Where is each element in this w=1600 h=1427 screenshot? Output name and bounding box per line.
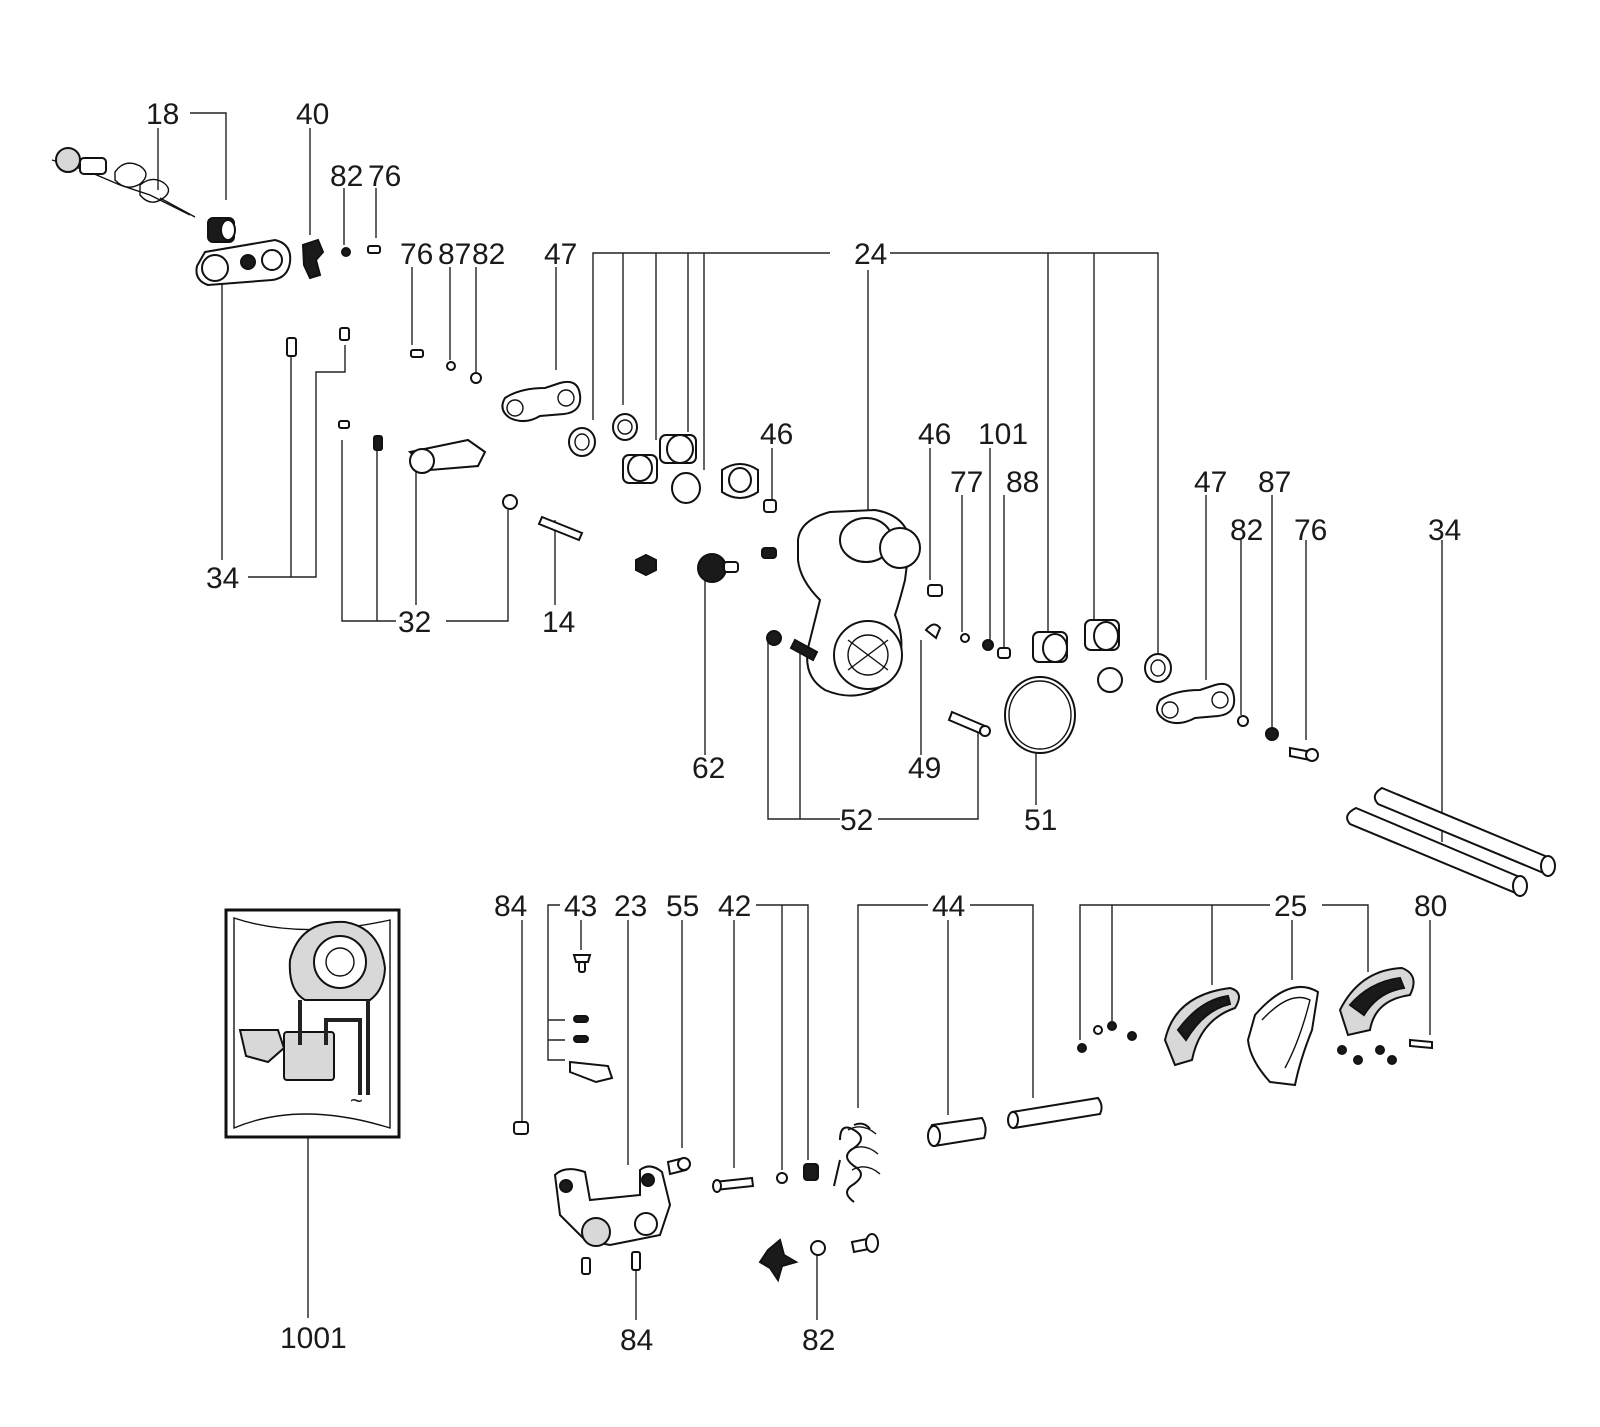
ac-symbol: ~ xyxy=(350,1088,363,1113)
bushings-right-group xyxy=(1032,619,1172,693)
label-44: 44 xyxy=(932,890,965,923)
handle-clamp-part xyxy=(195,238,292,287)
leader-lines xyxy=(157,112,1443,1320)
label-51: 51 xyxy=(1024,804,1057,837)
cam-lever-part xyxy=(407,438,487,474)
label-32: 32 xyxy=(398,606,431,639)
washer-part xyxy=(502,494,518,510)
switch-bracket-part xyxy=(553,1165,672,1247)
label-46b: 46 xyxy=(918,418,951,451)
label-23: 23 xyxy=(614,890,647,923)
label-82b: 82 xyxy=(472,238,505,271)
label-14: 14 xyxy=(542,606,575,639)
bushings-left-group xyxy=(568,413,777,513)
wiring-diagram-inset: ~ xyxy=(224,908,401,1139)
pin-part xyxy=(537,515,584,542)
label-55: 55 xyxy=(666,890,699,923)
pin-84-part xyxy=(513,1121,641,1275)
label-25: 25 xyxy=(1274,890,1307,923)
spring-sleeve-rod xyxy=(833,1096,1103,1203)
label-49: 49 xyxy=(908,752,941,785)
tubes-part xyxy=(1346,786,1556,897)
shaft-part xyxy=(947,710,991,737)
label-84a: 84 xyxy=(494,890,527,923)
label-76b: 76 xyxy=(400,238,433,271)
fasteners-right xyxy=(1237,715,1319,762)
label-47b: 47 xyxy=(1194,466,1227,499)
label-88: 88 xyxy=(1006,466,1039,499)
bolt-55-part xyxy=(666,1156,691,1176)
label-101: 101 xyxy=(978,418,1028,451)
latch-parts xyxy=(569,954,614,1084)
pin-42-part xyxy=(712,1163,819,1193)
knob-washer-bolt xyxy=(758,1233,879,1283)
label-87a: 87 xyxy=(438,238,471,271)
spacer-plate-right-part xyxy=(1155,682,1236,724)
label-34b: 34 xyxy=(1428,514,1461,547)
spacer-plate-left-part xyxy=(501,380,582,422)
label-24: 24 xyxy=(854,238,887,271)
power-cable-part xyxy=(51,147,196,218)
motor-housing-part xyxy=(797,508,921,697)
label-80: 80 xyxy=(1414,890,1447,923)
label-34a: 34 xyxy=(206,562,239,595)
label-82c: 82 xyxy=(1230,514,1263,547)
label-52: 52 xyxy=(840,804,873,837)
small-fasteners-top xyxy=(286,245,482,451)
label-42: 42 xyxy=(718,890,751,923)
label-87b: 87 xyxy=(1258,466,1291,499)
label-84b: 84 xyxy=(620,1324,653,1357)
label-82a: 82 xyxy=(330,160,363,193)
label-1001: 1001 xyxy=(280,1322,347,1355)
housing-fasteners xyxy=(766,584,1011,662)
label-18: 18 xyxy=(146,98,179,131)
label-47a: 47 xyxy=(544,238,577,271)
label-76c: 76 xyxy=(1294,514,1327,547)
label-46a: 46 xyxy=(760,418,793,451)
lever-part xyxy=(301,238,325,280)
nut-knob-part xyxy=(635,547,777,583)
label-76a: 76 xyxy=(368,160,401,193)
label-43: 43 xyxy=(564,890,597,923)
label-77: 77 xyxy=(950,466,983,499)
label-62: 62 xyxy=(692,752,725,785)
label-82d: 82 xyxy=(802,1324,835,1357)
cable-gland-part xyxy=(207,217,236,243)
label-40: 40 xyxy=(296,98,329,131)
callout-labels: 18 40 82 76 76 87 82 47 24 46 46 101 77 … xyxy=(146,98,1461,1357)
guard-parts xyxy=(1077,966,1433,1087)
o-ring-part xyxy=(1004,676,1076,754)
